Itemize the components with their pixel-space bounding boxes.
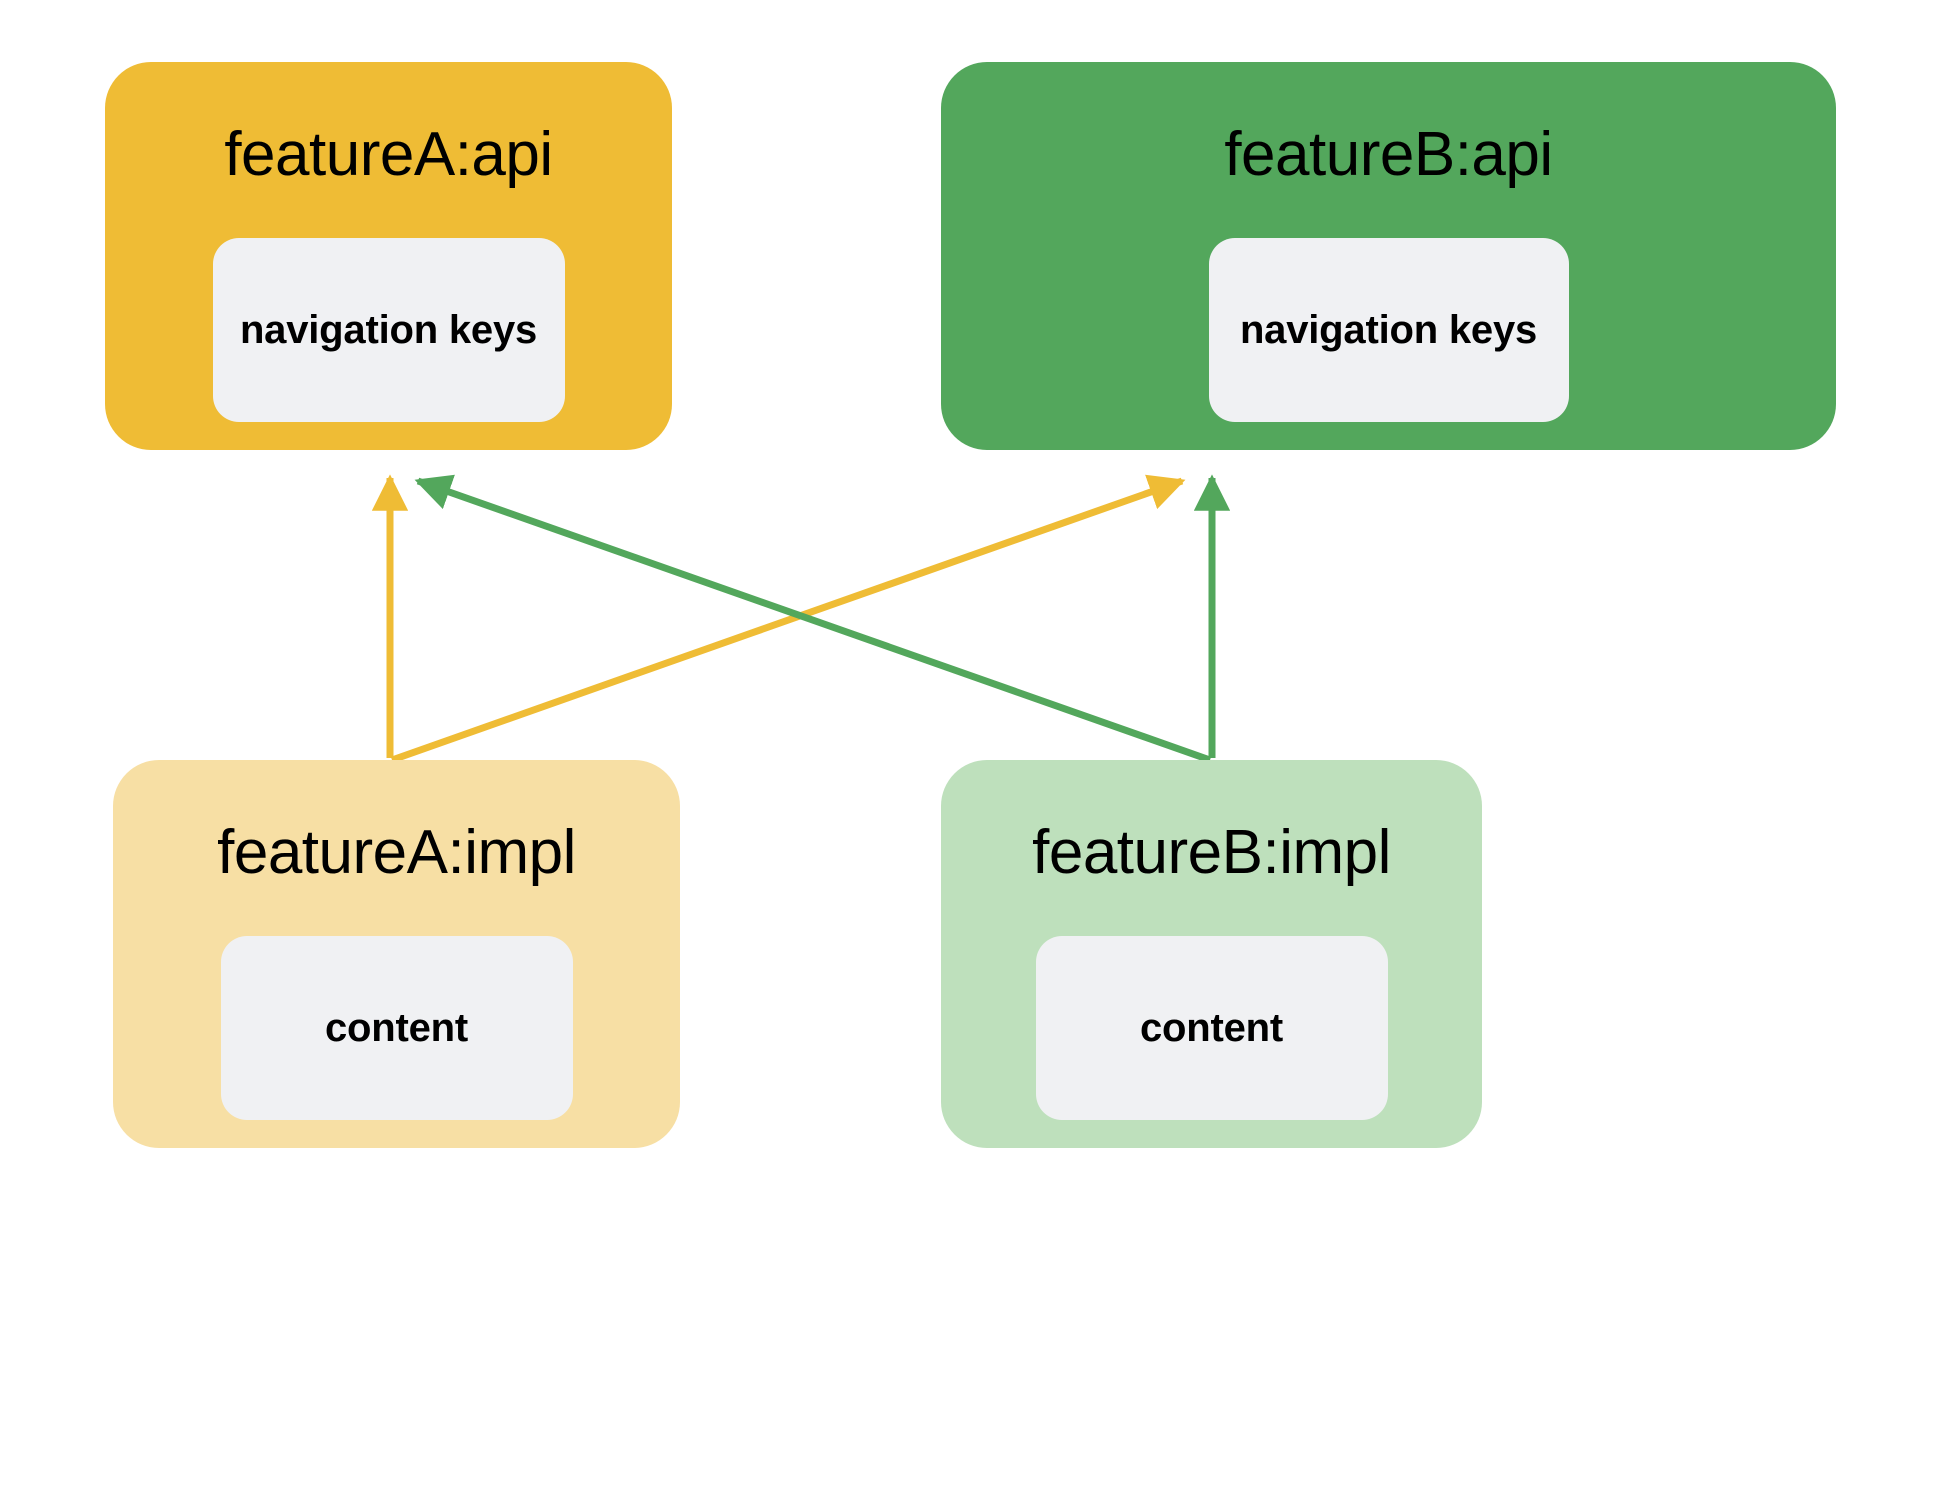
inner-box-label-featureB-impl: content: [1139, 1006, 1284, 1050]
edge-implA-to-apiB: [390, 474, 1186, 764]
node-title-featureA-api: featureA:api: [224, 120, 553, 189]
inner-box-featureB-impl[interactable]: content: [1035, 936, 1388, 1120]
inner-box-label-featureA-impl: content: [324, 1006, 469, 1050]
node-featureB-impl[interactable]: featureB:impl content: [941, 760, 1482, 1148]
node-featureB-api[interactable]: featureB:api navigation keys: [941, 62, 1836, 450]
node-featureA-api[interactable]: featureA:api navigation keys: [105, 62, 672, 450]
inner-box-featureB-api[interactable]: navigation keys: [1208, 238, 1569, 422]
inner-box-label-featureB-api: navigation keys: [1239, 308, 1538, 352]
inner-box-label-featureA-api: navigation keys: [239, 308, 538, 352]
edge-implB-to-apiA: [414, 474, 1212, 764]
node-featureA-impl[interactable]: featureA:impl content: [113, 760, 680, 1148]
node-title-featureB-impl: featureB:impl: [1032, 818, 1391, 887]
inner-box-featureA-impl[interactable]: content: [220, 936, 573, 1120]
node-title-featureB-api: featureB:api: [1224, 120, 1553, 189]
inner-box-featureA-api[interactable]: navigation keys: [212, 238, 565, 422]
node-title-featureA-impl: featureA:impl: [217, 818, 576, 887]
